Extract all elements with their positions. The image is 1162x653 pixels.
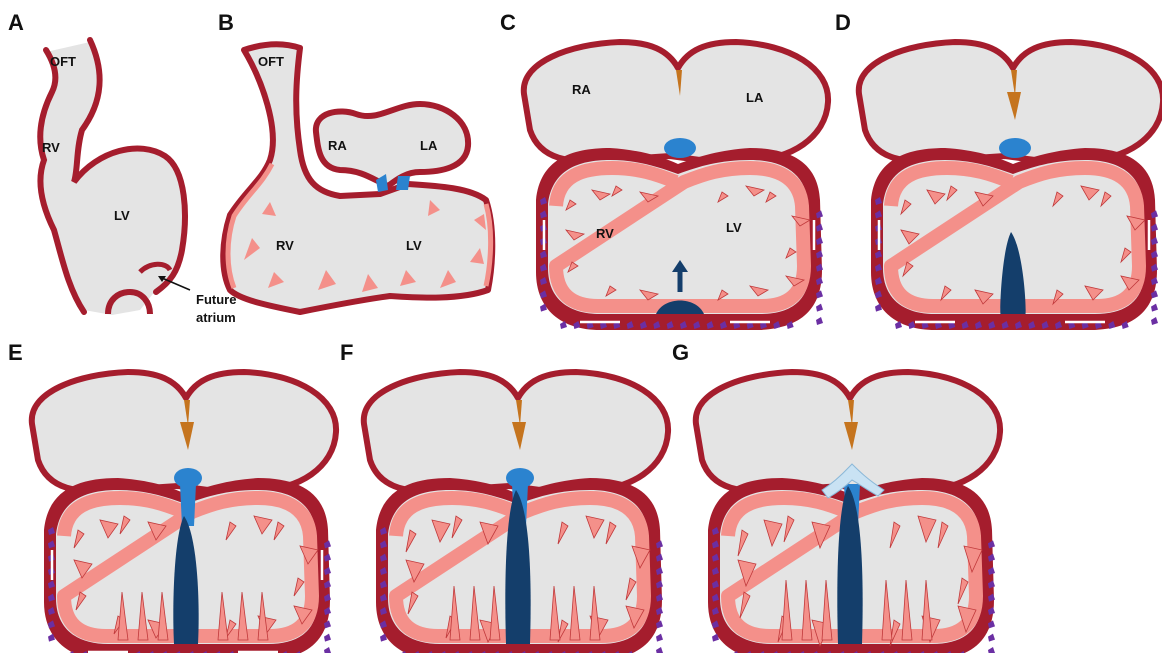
av-cushion (999, 138, 1031, 158)
label-ra-c: RA (572, 82, 591, 97)
cell (1151, 317, 1158, 325)
four-chamber-panels: C RA LA RV LV D E F G (8, 10, 1162, 653)
label-lv-c: LV (726, 220, 742, 235)
cell (324, 647, 331, 653)
panel-label-a: A (8, 10, 24, 35)
av-cushion-right (396, 176, 410, 190)
label-oft: OFT (50, 54, 76, 69)
panel-d: D (835, 10, 1162, 330)
panel-f: F (340, 340, 668, 653)
tube-heart-lumen (40, 42, 185, 315)
label-ra-b: RA (328, 138, 347, 153)
panel-label-g: G (672, 340, 689, 365)
label-rv-b: RV (276, 238, 294, 253)
label-oft-b: OFT (258, 54, 284, 69)
cushion-extension (180, 484, 196, 526)
panel-label-d: D (835, 10, 851, 35)
cell (988, 634, 995, 642)
cell (1151, 304, 1158, 312)
label-lv-b: LV (406, 238, 422, 253)
cell (816, 304, 823, 312)
cell (656, 634, 663, 642)
cell (988, 647, 995, 653)
label-atrium: atrium (196, 310, 236, 325)
cell (816, 317, 823, 325)
label-rv: RV (42, 140, 60, 155)
label-la-c: LA (746, 90, 764, 105)
cell (656, 647, 663, 653)
panel-label-b: B (218, 10, 234, 35)
av-cushion (664, 138, 696, 158)
cell (324, 634, 331, 642)
panel-e: E (8, 340, 336, 653)
panel-g: G (672, 340, 1000, 653)
panel-label-e: E (8, 340, 23, 365)
label-rv-c: RV (596, 226, 614, 241)
panel-c: C RA LA RV LV (500, 10, 828, 330)
panel-b: B OFT RA LA RV LV (218, 10, 492, 312)
panel-a: A OFT RV LV Future atrium (8, 10, 236, 325)
panel-label-f: F (340, 340, 353, 365)
label-lv: LV (114, 208, 130, 223)
label-la-b: LA (420, 138, 438, 153)
panel-label-c: C (500, 10, 516, 35)
